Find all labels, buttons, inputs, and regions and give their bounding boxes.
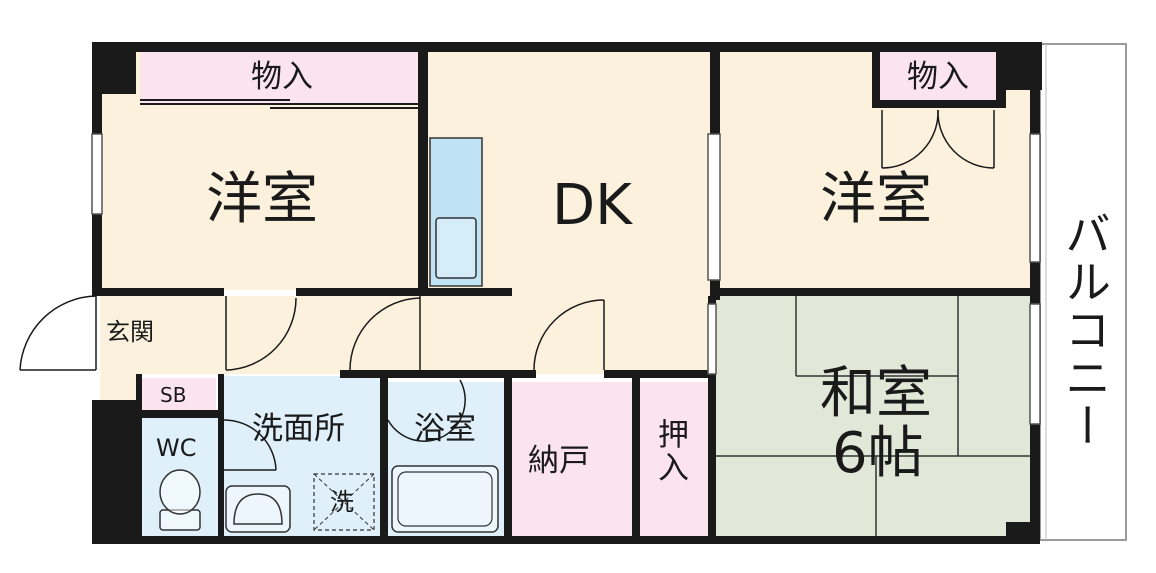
- doors: [19, 109, 995, 471]
- toilet-bowl-icon: [159, 469, 201, 515]
- washer-space: [313, 473, 375, 531]
- balcony-area: [1039, 43, 1127, 541]
- wc-label: WC: [156, 434, 197, 462]
- shoebox-label: SB: [160, 383, 187, 407]
- kitchen-sink-icon: [435, 217, 477, 279]
- washroom-label: 洗面所: [252, 411, 345, 447]
- entrance-label: 玄関: [106, 318, 154, 346]
- oshiire-floor: [638, 382, 710, 536]
- western-room-left-label: 洋室: [206, 167, 318, 232]
- bathtub-icon: [391, 465, 499, 533]
- balcony-label: バルコニー: [1058, 210, 1112, 450]
- japanese-room-size: 6帖: [832, 421, 924, 486]
- bathtub-inner: [397, 471, 493, 527]
- closet-floor: [512, 382, 632, 536]
- washbasin-icon: [225, 485, 291, 533]
- washroom-floor: [222, 376, 384, 536]
- washbasin-bowl: [233, 493, 283, 525]
- washer-label: 洗: [330, 488, 354, 516]
- storage-left-sliding-door: [140, 99, 422, 109]
- dk-label: DK: [552, 173, 632, 238]
- bath-floor: [388, 382, 508, 536]
- entrance-floor: [100, 296, 428, 374]
- bath-label: 浴室: [414, 411, 476, 447]
- windows: [91, 133, 1041, 425]
- storage-right-label: 物入: [907, 59, 969, 95]
- japanese-room-label: 和室: [820, 361, 932, 426]
- oshiire-label: 押入: [652, 418, 688, 484]
- storage-right-floor: [878, 52, 1002, 106]
- tatami-lines: [716, 296, 1036, 536]
- shoebox-floor: [140, 378, 216, 412]
- western-room-right-label: 洋室: [820, 167, 932, 232]
- storage-left-label: 物入: [251, 59, 313, 95]
- closet-label: 納戸: [528, 443, 590, 479]
- storage-left-floor: [140, 52, 422, 104]
- kitchen-counter: [429, 137, 483, 287]
